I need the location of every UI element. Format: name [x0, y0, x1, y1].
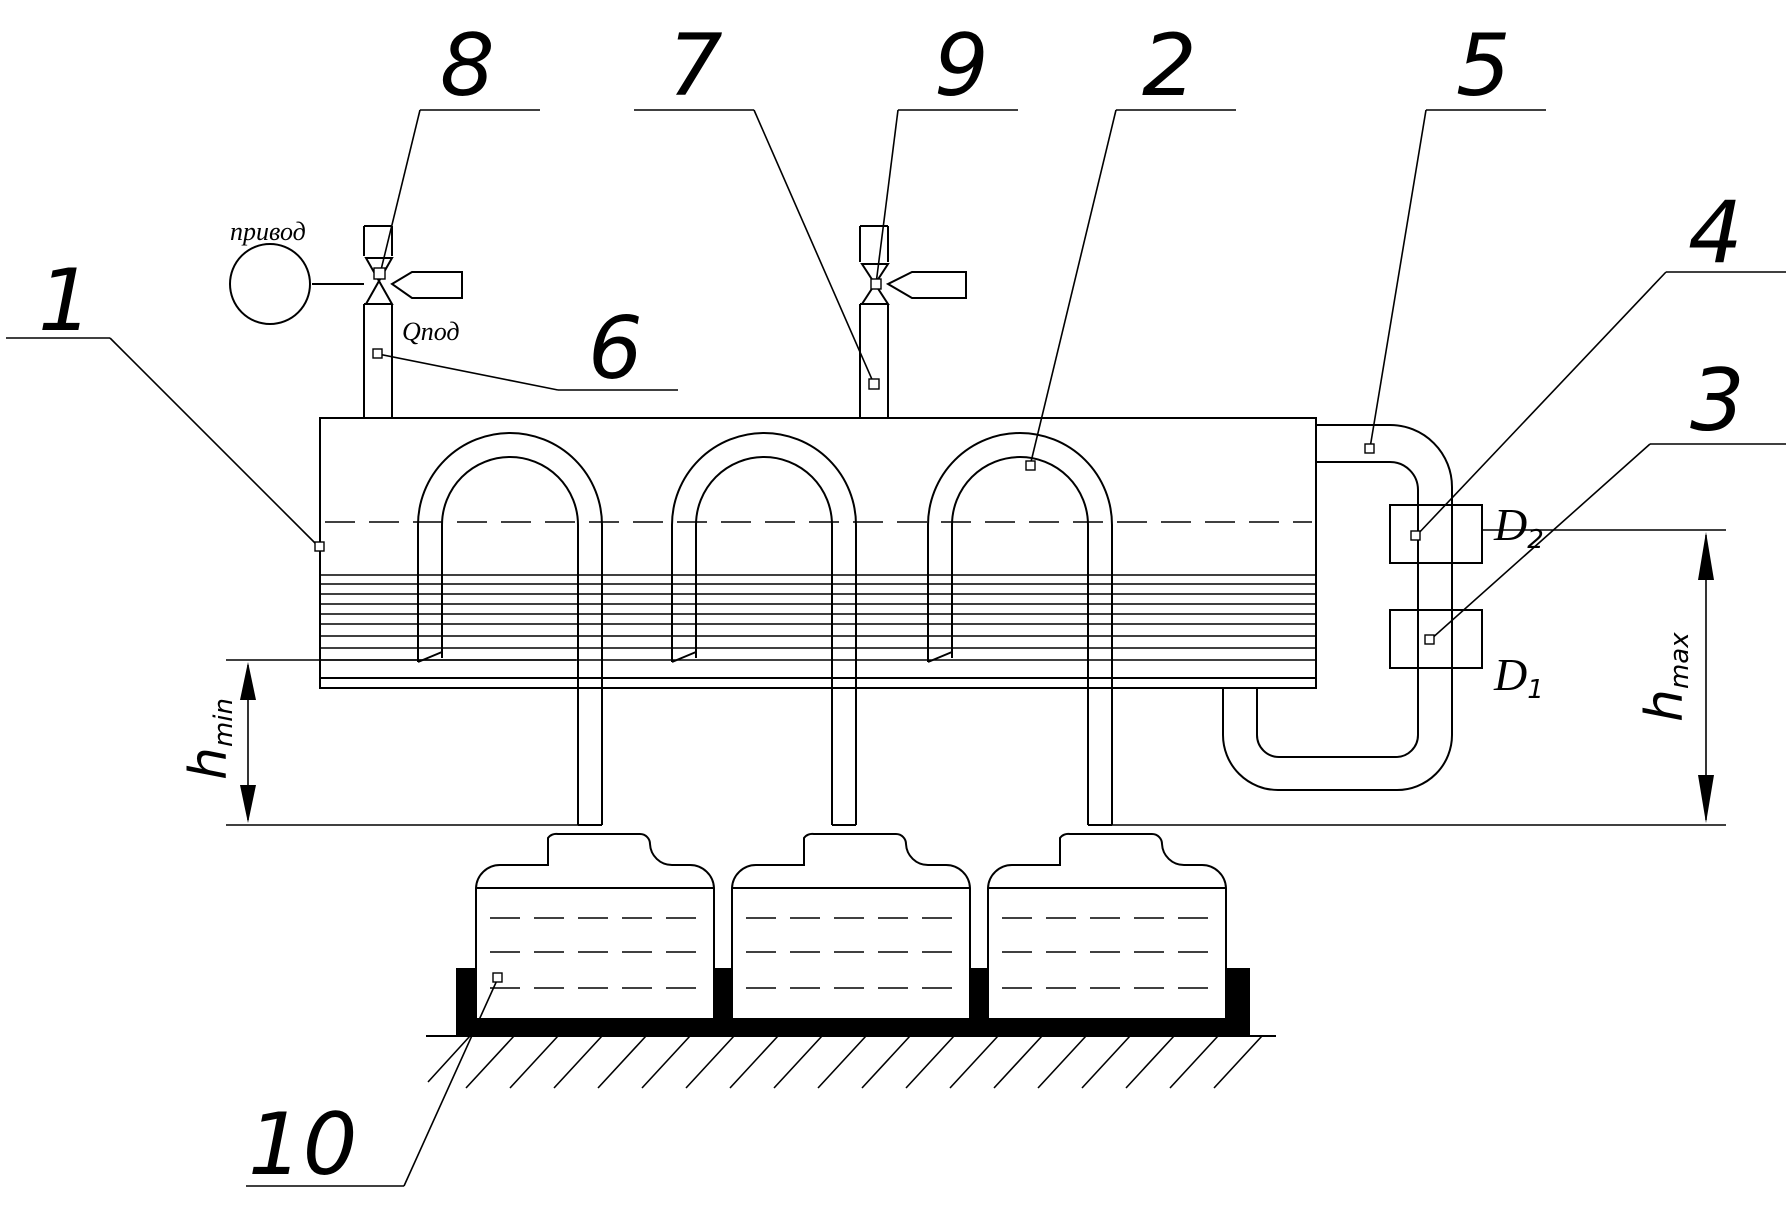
sensor-d2 — [1389, 504, 1483, 564]
ground-hatch — [426, 1035, 1276, 1089]
callout-5: 5 — [1456, 16, 1511, 116]
inlet-pipe — [363, 303, 393, 418]
bottle-1 — [475, 832, 715, 1018]
hmin-dimension — [226, 659, 600, 826]
bottle-3 — [987, 832, 1227, 1018]
leaders — [6, 109, 1786, 1187]
callout-6: 6 — [588, 299, 643, 399]
bottle-tray — [456, 968, 1250, 1036]
siphon-1 — [417, 432, 603, 826]
liquid-layers — [320, 574, 1316, 661]
siphon-3 — [927, 432, 1113, 826]
hmin-label: hmin — [179, 698, 239, 780]
drive-label: привод — [230, 217, 306, 246]
hmax-label: hmax — [1635, 632, 1695, 722]
level-pipe — [1222, 424, 1453, 791]
valve-9 — [859, 225, 967, 305]
d2-label: D2 — [1493, 499, 1544, 555]
siphon-2 — [671, 432, 857, 826]
callout-2: 2 — [1142, 16, 1197, 116]
drive-motor — [229, 243, 311, 325]
bottle-2 — [731, 832, 971, 1018]
callout-9: 9 — [934, 16, 989, 116]
sensor-d1 — [1389, 609, 1483, 669]
flow-label: Qпод — [402, 317, 460, 346]
callout-10: 10 — [248, 1095, 357, 1195]
d1-label: D1 — [1493, 649, 1544, 705]
main-tank — [319, 417, 1317, 689]
callout-1: 1 — [38, 251, 93, 351]
callout-3: 3 — [1690, 351, 1745, 451]
callout-8: 8 — [440, 16, 495, 116]
leader-markers — [314, 267, 1435, 983]
callout-7: 7 — [668, 16, 723, 116]
callout-4: 4 — [1688, 183, 1743, 283]
tank-body — [319, 417, 1317, 689]
hmax-dimension — [1112, 529, 1726, 826]
